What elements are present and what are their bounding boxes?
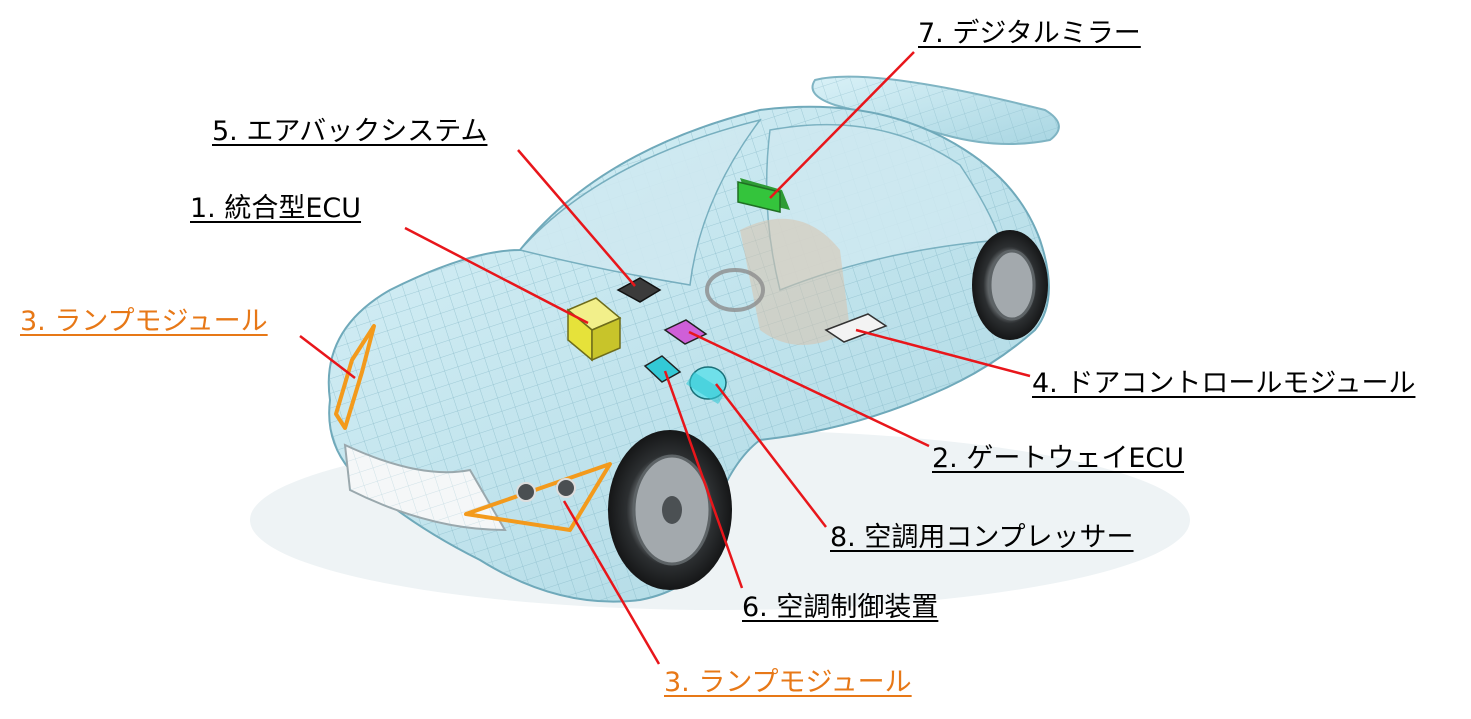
steering-wheel	[705, 268, 765, 312]
label-digital-mirror: 7. デジタルミラー	[918, 18, 1141, 49]
hvac-control-block	[643, 355, 682, 383]
label-ac-compressor: 8. 空調用コンプレッサー	[830, 522, 1134, 553]
callout-ac-compressor	[715, 383, 827, 528]
digital-mirror-block	[737, 178, 790, 213]
callout-door-control	[855, 328, 1031, 378]
label-hvac-control: 6. 空調制御装置	[742, 592, 939, 623]
callout-digital-mirror	[769, 51, 915, 199]
label-lamp-left: 3. ランプモジュール	[20, 306, 268, 337]
door-control-block	[824, 313, 888, 343]
lamp-outline-left	[334, 324, 376, 430]
ac-compressor-block	[686, 366, 727, 404]
windshield	[518, 118, 762, 286]
lamp-outline-front	[464, 462, 612, 532]
callout-airbag	[517, 149, 636, 287]
callout-lamp-bottom	[562, 500, 661, 665]
label-door-control: 4. ドアコントロールモジュール	[1032, 368, 1416, 399]
callout-lamp-left	[299, 335, 356, 379]
label-integrated-ecu: 1. 統合型ECU	[190, 193, 362, 224]
label-gateway-ecu: 2. ゲートウェイECU	[932, 443, 1185, 474]
callout-integrated-ecu	[404, 226, 589, 325]
seat	[740, 218, 850, 345]
callout-hvac-control	[663, 370, 744, 589]
label-lamp-bottom: 3. ランプモジュール	[664, 667, 912, 698]
label-airbag: 5. エアバックシステム	[212, 116, 488, 147]
gateway-ecu-block	[663, 319, 708, 345]
rear-wheel	[972, 230, 1048, 340]
integrated-ecu-block	[566, 297, 622, 362]
callout-gateway-ecu	[688, 330, 930, 448]
callout-lines	[299, 51, 1031, 665]
